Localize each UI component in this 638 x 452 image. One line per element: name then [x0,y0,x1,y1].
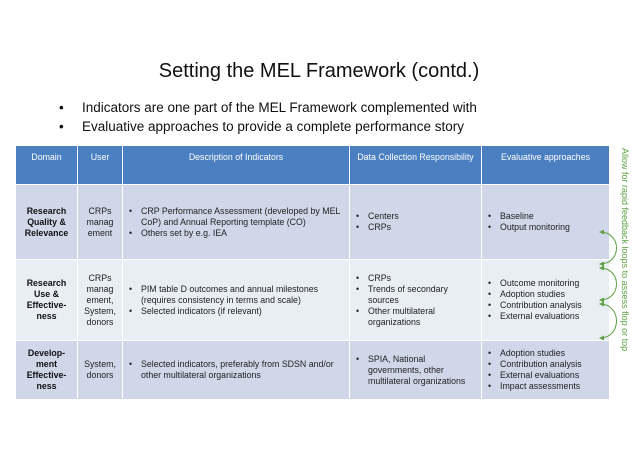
header-evaluative: Evaluative approaches [482,146,610,184]
intro-bullet: Indicators are one part of the MEL Frame… [55,98,575,117]
list-item: PIM table D outcomes and annual mileston… [127,284,345,306]
list-item: Outcome monitoring [486,278,605,289]
list-item: Contribution analysis [486,359,605,370]
list-item: CRP Performance Assessment (developed by… [127,206,345,228]
table-header-row: Domain User Description of Indicators Da… [16,146,610,184]
list-item: Adoption studies [486,348,605,359]
list-item: CRPs [354,273,477,284]
list-item: Baseline [486,211,605,222]
evaluative-cell: Adoption studies Contribution analysis E… [482,340,610,399]
list-item: Others set by e.g. IEA [127,228,345,239]
list-item: Centers [354,211,477,222]
mel-framework-table: Domain User Description of Indicators Da… [16,146,610,399]
list-item: Selected indicators (if relevant) [127,306,345,317]
table-row: Develop-ment Effective-ness System, dono… [16,340,610,399]
header-indicators: Description of Indicators [123,146,350,184]
data-collection-cell: CRPs Trends of secondary sources Other m… [350,259,482,340]
slide-title: Setting the MEL Framework (contd.) [158,60,480,82]
table-row: Research Quality & Relevance CRPs manag … [16,184,610,259]
list-item: Impact assessments [486,381,605,392]
list-item: Trends of secondary sources [354,284,477,306]
list-item: SPIA, National governments, other multil… [354,354,477,387]
header-data-collection: Data Collection Responsibility [350,146,482,184]
user-cell: CRPs manag ement [78,184,123,259]
intro-bullets: Indicators are one part of the MEL Frame… [55,98,575,136]
feedback-loop-note: Allow for rapid feedback loops to assess… [620,148,630,352]
indicators-cell: PIM table D outcomes and annual mileston… [123,259,350,340]
domain-cell: Research Use & Effective-ness [16,259,78,340]
header-domain: Domain [16,146,78,184]
evaluative-cell: Baseline Output monitoring [482,184,610,259]
header-user: User [78,146,123,184]
list-item: Adoption studies [486,289,605,300]
evaluative-cell: Outcome monitoring Adoption studies Cont… [482,259,610,340]
indicators-cell: Selected indicators, preferably from SDS… [123,340,350,399]
domain-cell: Develop-ment Effective-ness [16,340,78,399]
user-cell: System, donors [78,340,123,399]
indicators-cell: CRP Performance Assessment (developed by… [123,184,350,259]
domain-cell: Research Quality & Relevance [16,184,78,259]
intro-bullet: Evaluative approaches to provide a compl… [55,117,575,136]
list-item: External evaluations [486,311,605,322]
list-item: Output monitoring [486,222,605,233]
data-collection-cell: SPIA, National governments, other multil… [350,340,482,399]
table-row: Research Use & Effective-ness CRPs manag… [16,259,610,340]
data-collection-cell: Centers CRPs [350,184,482,259]
list-item: Other multilateral organizations [354,306,477,328]
list-item: CRPs [354,222,477,233]
list-item: Contribution analysis [486,300,605,311]
list-item: External evaluations [486,370,605,381]
user-cell: CRPs manag ement, System, donors [78,259,123,340]
list-item: Selected indicators, preferably from SDS… [127,359,345,381]
